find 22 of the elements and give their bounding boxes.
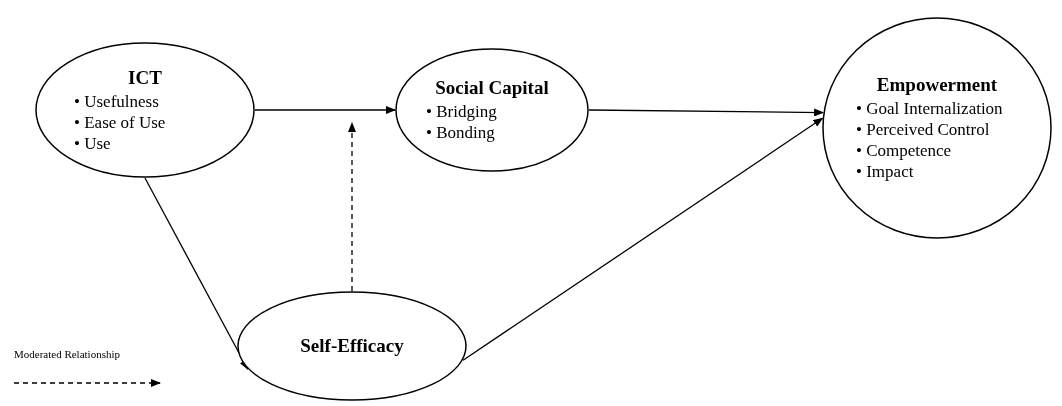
bullet-item: • Ease of Use [74, 111, 167, 133]
bullet-item: • Competence [856, 140, 953, 161]
ellipse-node [35, 42, 255, 178]
arrow [588, 108, 825, 117]
arrow [254, 106, 396, 114]
legend-label: Moderated Relationship [14, 348, 120, 360]
ellipse-node [237, 291, 467, 401]
ellipse-node [395, 48, 589, 172]
ellipse-node [822, 17, 1052, 239]
bullet-item: • Bonding [426, 122, 496, 143]
bullet-item: • Goal Internalization [856, 98, 1004, 119]
node-title: Self-Efficacy [300, 335, 404, 357]
node-title: ICT [128, 66, 162, 89]
node-title: Social Capital [435, 77, 549, 99]
arrow [462, 117, 824, 361]
bullet-item: • Usefulness [74, 90, 160, 112]
bullet-item: • Use [74, 132, 112, 154]
dashed-arrow [348, 122, 356, 292]
bullet-item: • Impact [856, 161, 915, 182]
node-title: Empowerment [876, 74, 998, 96]
bullet-item: • Perceived Control [856, 119, 991, 140]
bullet-item: • Bridging [426, 101, 498, 122]
